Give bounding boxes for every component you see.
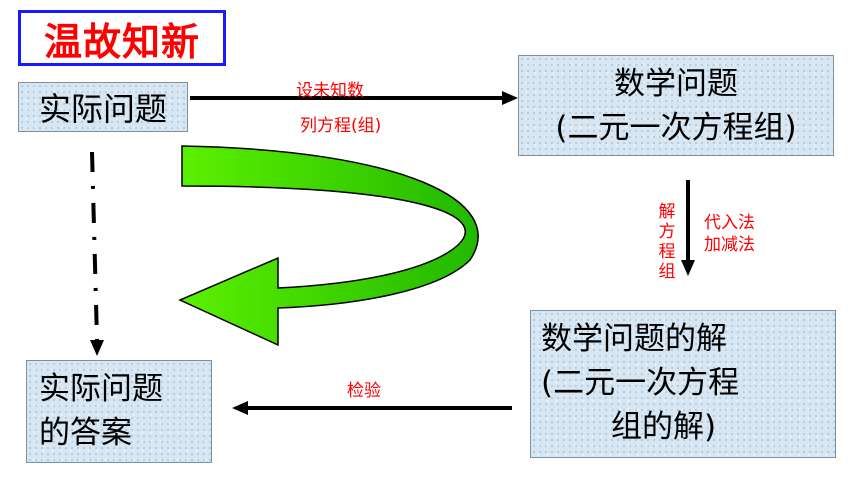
label-elimination: 加减法 <box>704 235 755 255</box>
label-list-equations: 列方程(组) <box>300 116 382 136</box>
answer-line2: 的答案 <box>39 415 132 451</box>
label-solve-char: 解 <box>658 202 676 222</box>
arrow-to-solution <box>681 180 695 276</box>
math-solution-line2: (二元一次方程 <box>541 365 740 401</box>
page-title: 温故知新 <box>18 10 226 66</box>
math-solution-line1: 数学问题的解 <box>541 321 727 357</box>
math-problem-line2: (二元一次方程组) <box>555 110 797 146</box>
label-substitution: 代入法 <box>704 213 755 233</box>
label-solve-vertical: 解 方 程 组 <box>658 202 676 282</box>
arrow-to-answer <box>232 401 512 415</box>
real-problem-label: 实际问题 <box>38 90 167 128</box>
curved-green-arrow <box>178 145 479 347</box>
math-problem-box: 数学问题 (二元一次方程组) <box>518 55 834 156</box>
label-solve-char: 程 <box>658 242 676 262</box>
math-solution-box: 数学问题的解 (二元一次方程 组的解) <box>530 310 836 458</box>
math-solution-line3: 组的解) <box>611 409 717 445</box>
real-problem-box: 实际问题 <box>18 82 188 132</box>
label-verify: 检验 <box>347 381 381 401</box>
math-problem-line1: 数学问题 <box>614 66 738 102</box>
answer-box: 实际问题 的答案 <box>26 360 212 463</box>
arrow-to-math-problem <box>190 91 518 105</box>
label-set-unknowns: 设未知数 <box>296 81 364 101</box>
arrow-direct-to-answer <box>90 151 104 356</box>
answer-line1: 实际问题 <box>39 371 163 407</box>
label-solve-char: 方 <box>658 222 676 242</box>
label-solve-char: 组 <box>658 262 676 282</box>
